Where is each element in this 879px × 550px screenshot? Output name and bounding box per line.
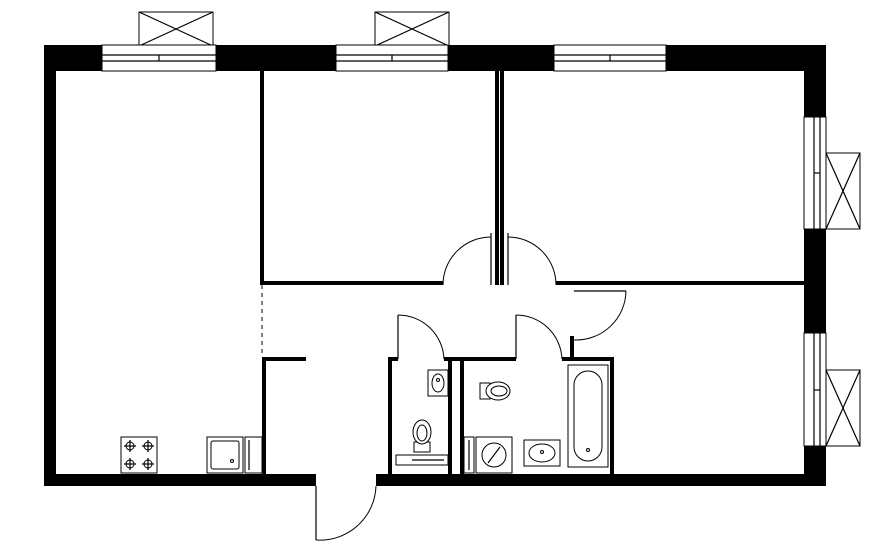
stove-icon xyxy=(120,436,158,474)
window-top-left xyxy=(101,44,217,72)
wc-cabinet xyxy=(395,454,449,466)
bathroom-cabinet xyxy=(463,436,475,474)
balcony-right-lower xyxy=(825,369,861,447)
window-top-right xyxy=(553,44,667,72)
balcony-top-left xyxy=(138,11,214,47)
door-bedroom-1[interactable] xyxy=(442,233,492,286)
balcony-right-upper xyxy=(825,152,861,230)
washing-machine-icon xyxy=(475,436,513,474)
kitchen-counter-cabinet xyxy=(244,436,263,474)
bathtub-icon xyxy=(567,364,609,468)
washbasin-icon xyxy=(427,369,449,397)
door-third-room[interactable] xyxy=(573,290,627,341)
window-top-middle xyxy=(335,44,449,72)
window-right-lower xyxy=(803,332,827,447)
toilet-icon-bathroom xyxy=(479,381,511,401)
interior-walls xyxy=(260,71,806,474)
outer-walls xyxy=(44,45,826,486)
sink-icon xyxy=(206,436,244,474)
door-bathroom[interactable] xyxy=(515,314,563,360)
window-right-upper xyxy=(803,116,827,230)
washbasin-icon-bathroom xyxy=(523,439,561,467)
door-entrance[interactable] xyxy=(315,485,377,541)
toilet-icon xyxy=(412,419,432,453)
balcony-top-middle xyxy=(374,11,450,47)
door-wc[interactable] xyxy=(397,314,445,360)
door-bedroom-2[interactable] xyxy=(507,233,557,286)
